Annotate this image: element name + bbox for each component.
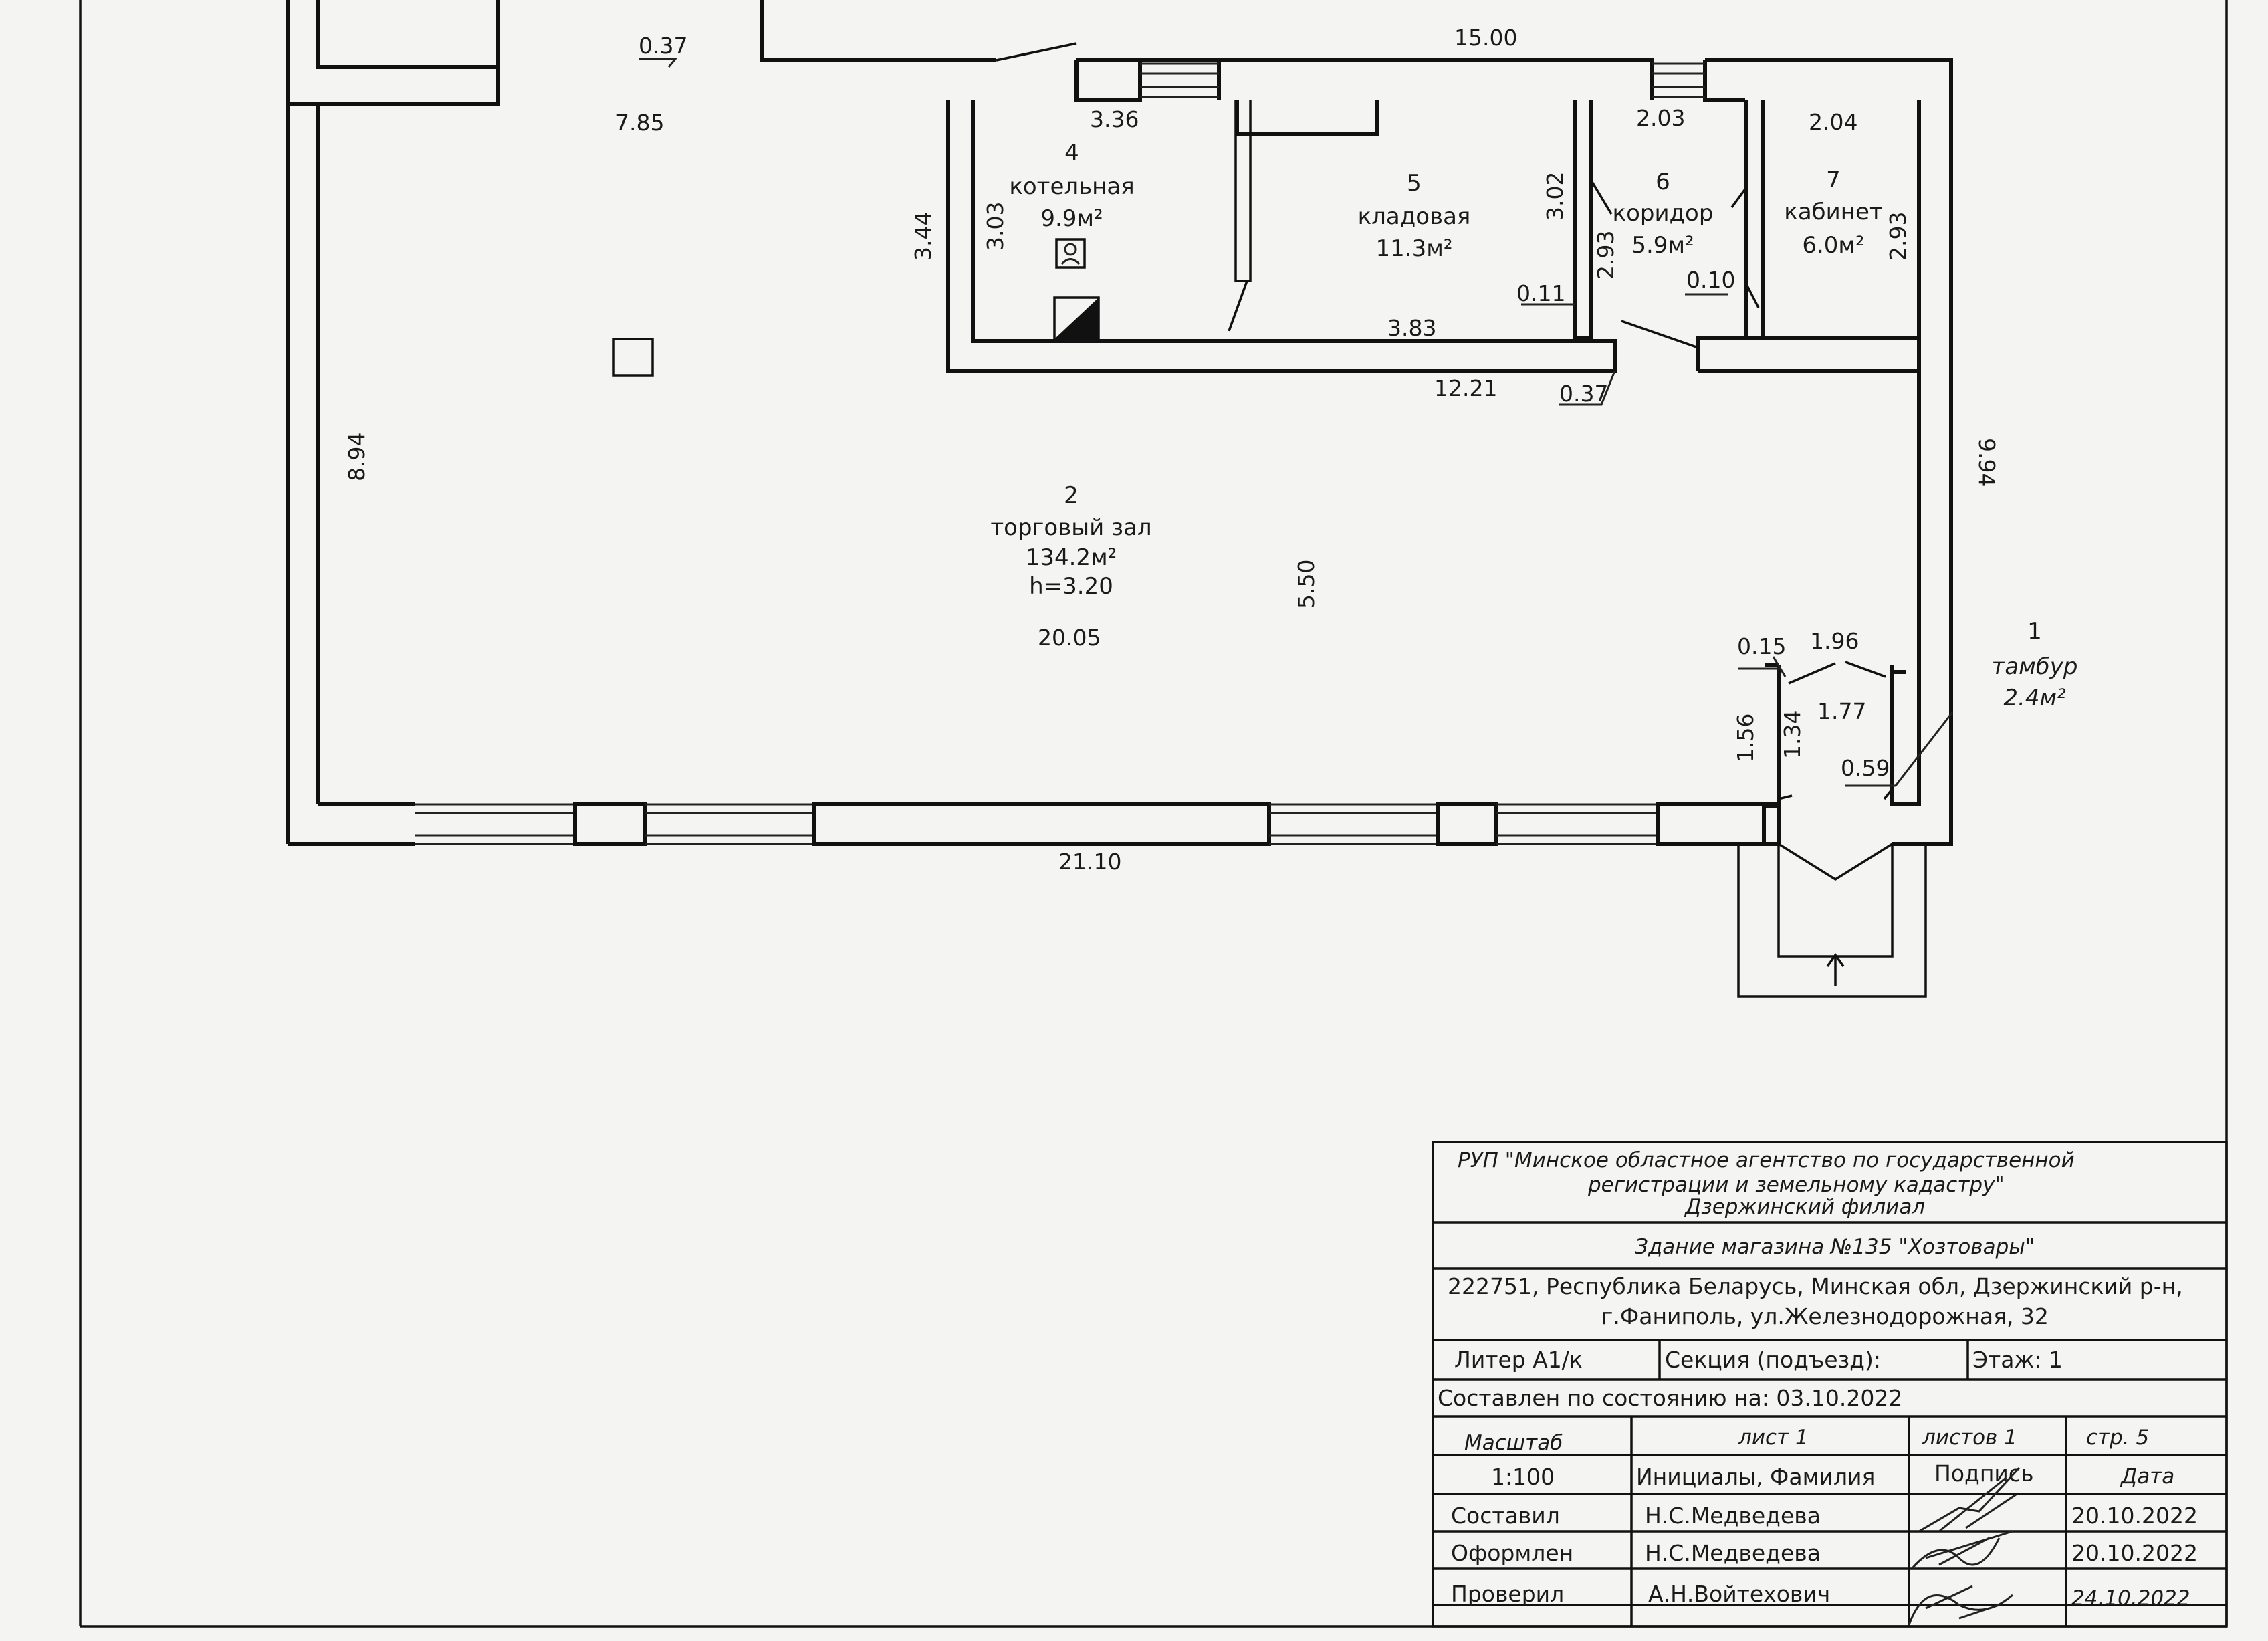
boiler-icon [1055, 238, 1086, 269]
room-hall-area: 134.2м² [1026, 544, 1117, 571]
tb-address-line2: г.Фаниполь, ул.Железнодорожная, 32 [1601, 1303, 2049, 1329]
dim-top-left-segment: 7.85 [615, 110, 664, 136]
dim-hall-mid: 5.50 [1293, 560, 1319, 609]
tb-address-line1: 222751, Республика Беларусь, Минская обл… [1448, 1273, 2183, 1299]
dim-bottom-wall-length: 21.10 [1058, 849, 1121, 875]
dim-inner-wall-thickness: 0.37 [1559, 380, 1608, 407]
tb-row3-role: Проверил [1451, 1581, 1564, 1607]
tb-row1-name: Н.С.Медведева [1645, 1503, 1821, 1529]
tb-state-as-of: Составлен по состоянию на: 03.10.2022 [1438, 1385, 1902, 1411]
tb-row2-role: Оформлен [1451, 1540, 1573, 1566]
tb-floor: Этаж: 1 [1972, 1347, 2063, 1373]
bottom-windows [415, 802, 1781, 846]
tb-row1-role: Составил [1451, 1503, 1560, 1529]
tb-sheet-label: лист 1 [1738, 1426, 1809, 1450]
tb-page-label: стр. 5 [2086, 1426, 2149, 1450]
dim-top-wall-length: 15.00 [1454, 25, 1517, 51]
tb-row1-date: 20.10.2022 [2071, 1503, 2198, 1529]
tb-org-line1: РУП "Минское областное агентство по госу… [1458, 1148, 2075, 1172]
room-hall-number: 2 [1064, 482, 1079, 509]
tb-org-line2: регистрации и земельному кадастру" [1587, 1173, 2005, 1197]
dim-top-left-thickness: 0.37 [639, 33, 687, 59]
interior-walls [946, 42, 1927, 998]
dim-hall-height-left: 8.94 [344, 433, 370, 481]
room-vestibule-number: 1 [2027, 618, 2042, 645]
dim-corridor-door-height: 2.93 [1593, 231, 1619, 280]
room-hall-name: торговый зал [990, 514, 1151, 541]
dim-corridor-width: 2.03 [1636, 105, 1685, 131]
tb-row3-name: А.Н.Войтехович [1648, 1581, 1830, 1607]
signature-marks [1908, 1466, 2021, 1626]
room-storeroom-number: 5 [1407, 170, 1422, 197]
tb-building: Здание магазина №135 "Хозтовары" [1635, 1235, 2035, 1259]
tb-name-header: Инициалы, Фамилия [1636, 1464, 1875, 1490]
dim-inner-wall-length: 12.21 [1434, 375, 1497, 401]
tb-date-header: Дата [2120, 1464, 2174, 1489]
tb-row3-date: 24.10.2022 [2071, 1586, 2190, 1610]
room-corridor-name: коридор [1613, 200, 1714, 227]
room-hall-height: h=3.20 [1029, 573, 1113, 600]
room-vestibule-name: тамбур [1992, 653, 2078, 680]
exterior-walls [286, 0, 1953, 846]
dim-corridor-height-top: 3.02 [1542, 172, 1568, 221]
dim-corridor-wall-b: 0.10 [1686, 267, 1735, 293]
dim-corridor-wall-a: 0.11 [1516, 280, 1565, 306]
dim-vestibule-width: 1.96 [1810, 628, 1859, 654]
title-block: РУП "Минское областное агентство по госу… [1432, 1141, 2228, 1628]
tb-scale-label: Масштаб [1464, 1431, 1563, 1455]
room-corridor-number: 6 [1656, 169, 1670, 195]
room-office-number: 7 [1826, 167, 1841, 193]
dim-hall-height-right: 9.94 [1974, 438, 2000, 487]
dim-vestibule-inner-width: 1.77 [1817, 698, 1866, 724]
tb-row2-name: Н.С.Медведева [1645, 1540, 1821, 1566]
room-office-name: кабинет [1784, 199, 1882, 225]
tb-sheets-label: листов 1 [1922, 1426, 2017, 1450]
room-storeroom-name: кладовая [1358, 203, 1471, 230]
dim-boiler-width: 3.36 [1090, 106, 1139, 132]
tb-liter: Литер А1/к [1454, 1347, 1583, 1373]
room-vestibule-area: 2.4м² [2003, 685, 2066, 712]
top-windows [1140, 62, 1705, 98]
fixtures [612, 238, 1100, 377]
dimension-labels: 15.00 0.37 7.85 3.36 2.03 2.04 0.11 0.10… [344, 25, 2000, 875]
tb-row2-date: 20.10.2022 [2071, 1540, 2198, 1566]
dim-vestibule-wall: 0.15 [1737, 633, 1786, 659]
dim-vestibule-door: 0.59 [1841, 755, 1890, 781]
dim-boiler-height: 3.03 [982, 202, 1008, 251]
room-labels: 4 котельная 9.9м² 5 кладовая 11.3м² 6 ко… [990, 140, 2077, 712]
room-boiler-number: 4 [1064, 140, 1079, 167]
dim-hall-width: 20.05 [1038, 625, 1101, 651]
column-icon [612, 338, 654, 377]
tb-signature-header: Подпись [1934, 1460, 2033, 1487]
tb-scale-value: 1:100 [1491, 1464, 1555, 1490]
dim-outer-height-left: 3.44 [910, 212, 936, 261]
room-office-area: 6.0м² [1802, 232, 1864, 259]
dim-vestibule-height-outer: 1.56 [1732, 714, 1759, 762]
room-storeroom-area: 11.3м² [1376, 235, 1453, 262]
room-boiler-area: 9.9м² [1040, 205, 1103, 232]
room-corridor-area: 5.9м² [1631, 232, 1694, 259]
dim-office-height: 2.93 [1885, 212, 1911, 261]
dim-vestibule-height-inner: 1.34 [1779, 710, 1805, 759]
dim-storeroom-width: 3.83 [1387, 315, 1436, 341]
room-boiler-name: котельная [1009, 173, 1134, 200]
tb-org-line3: Дзержинский филиал [1684, 1195, 1925, 1219]
dim-office-width: 2.04 [1809, 109, 1857, 135]
dimension-leaders [639, 58, 1954, 787]
tb-section: Секция (подъезд): [1665, 1347, 1881, 1373]
